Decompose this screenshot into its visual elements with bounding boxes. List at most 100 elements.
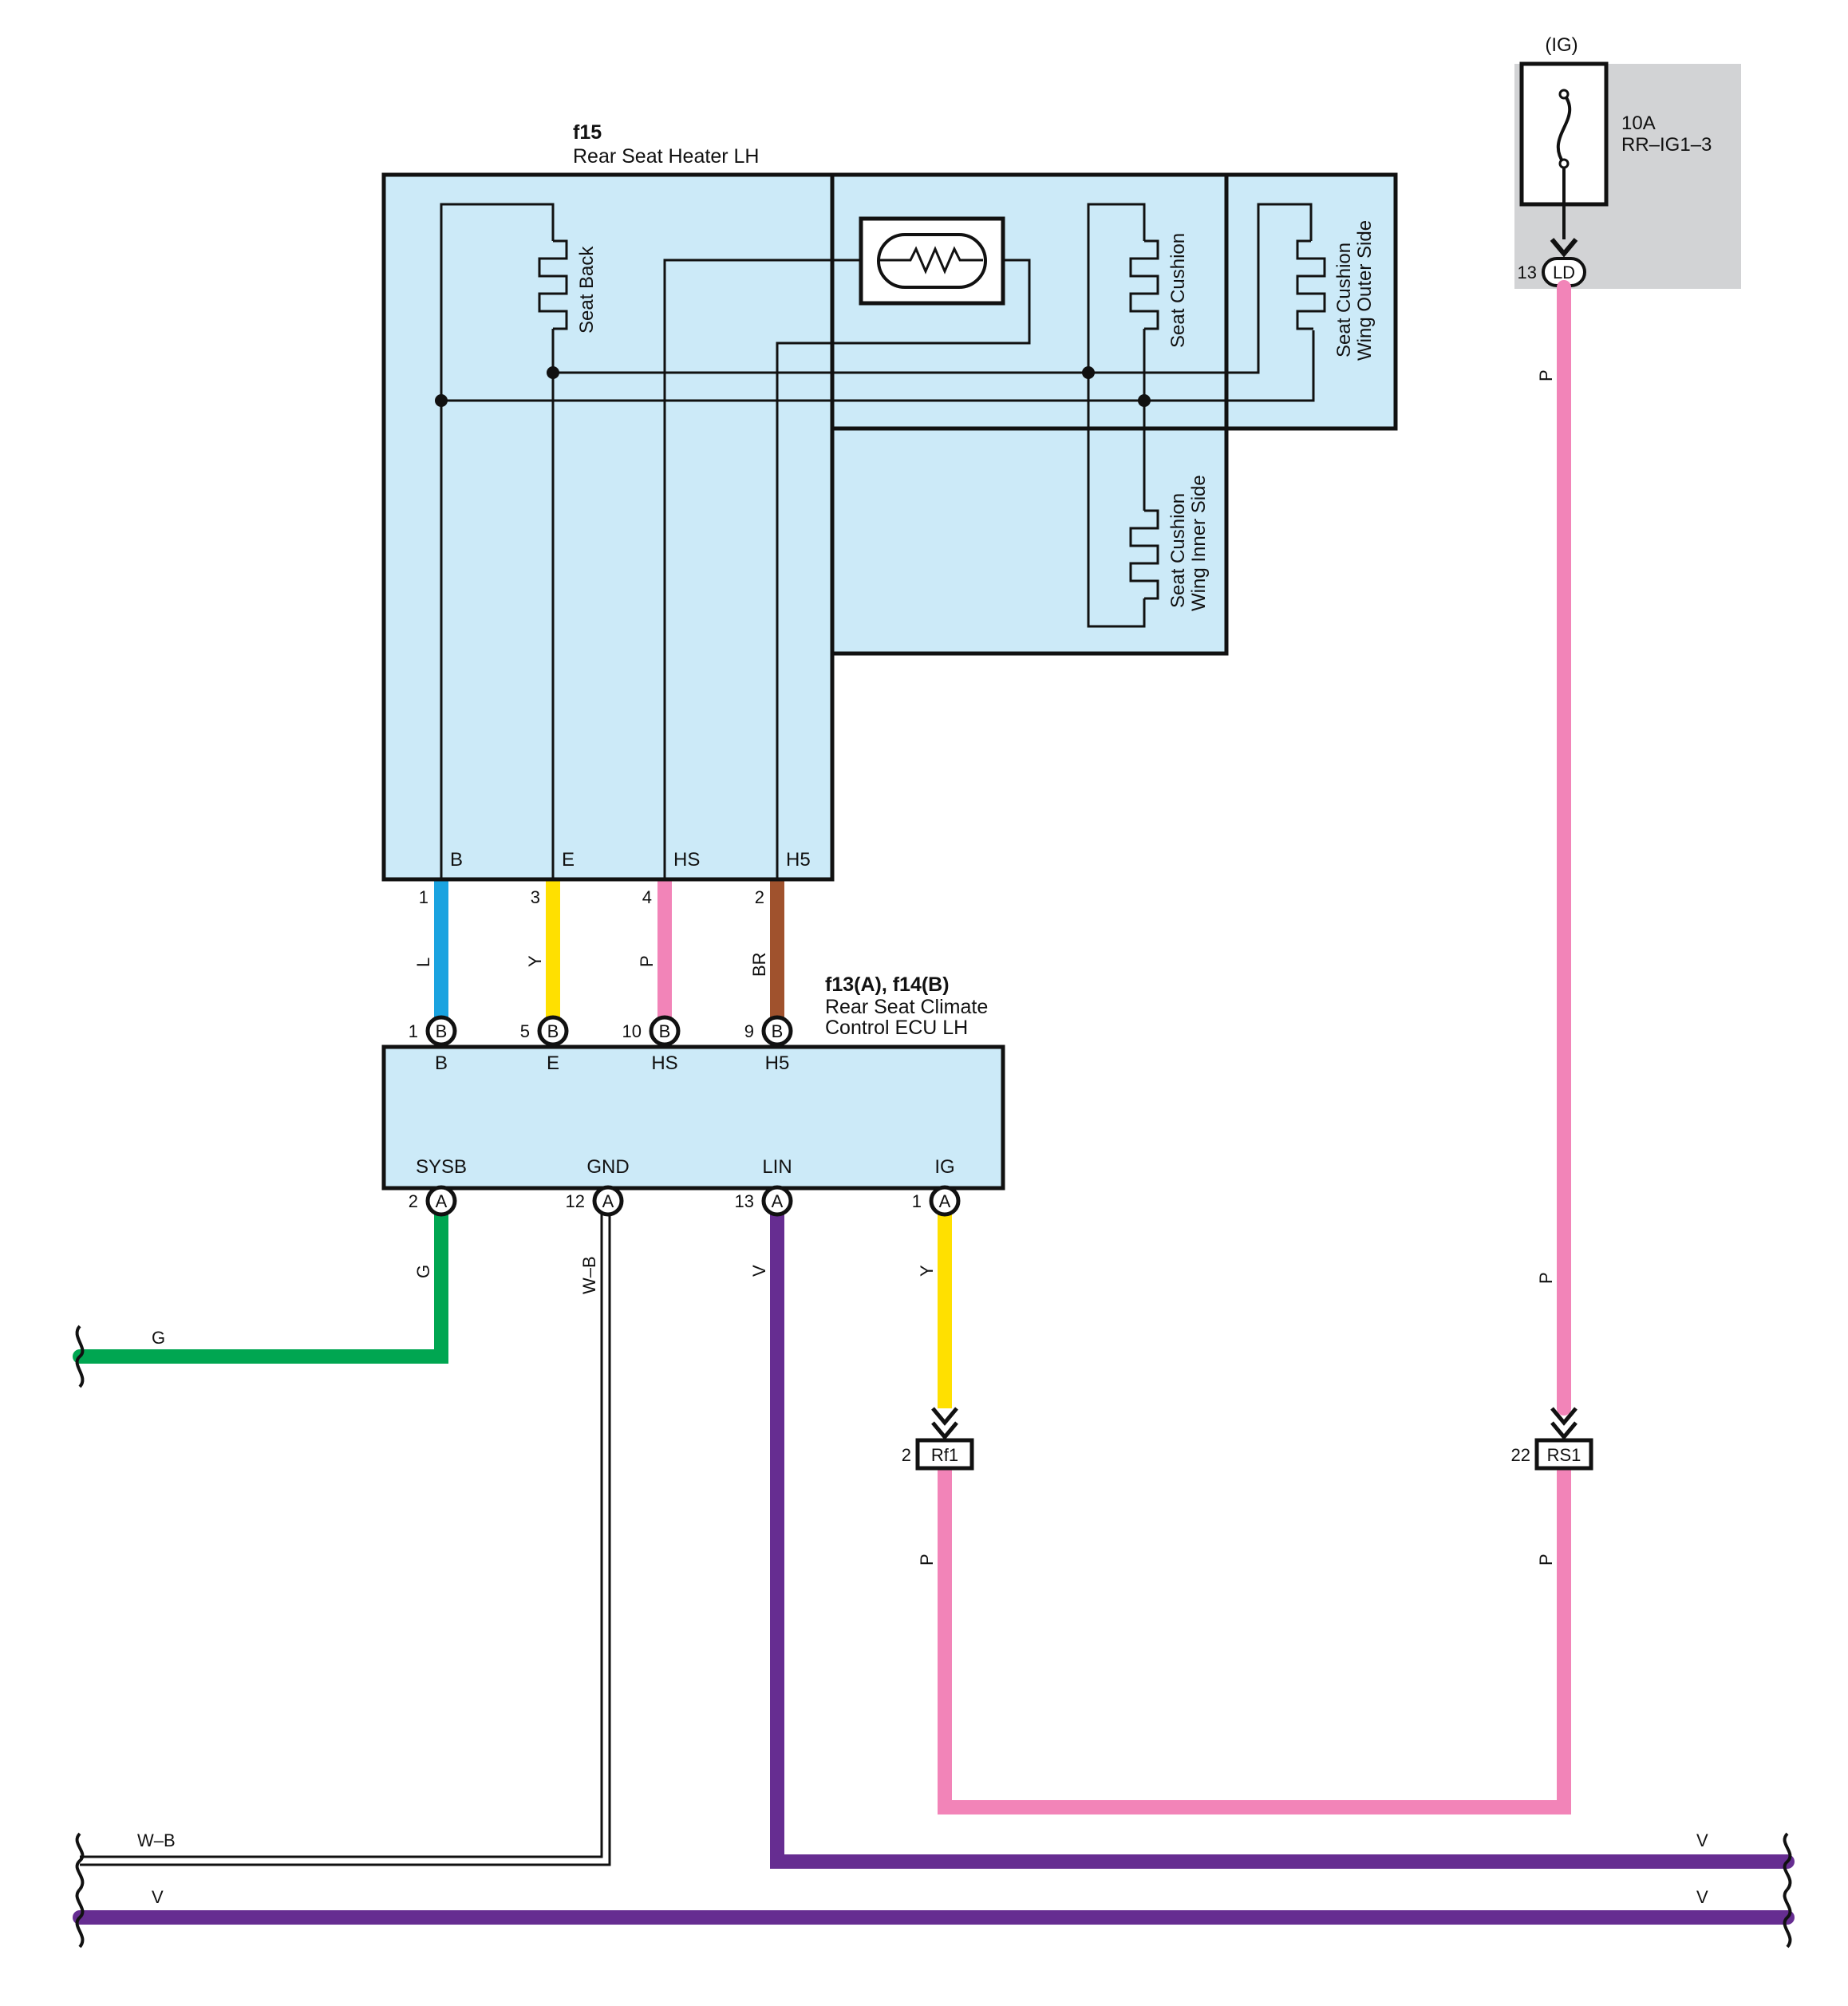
seat-cushion-loop-wire [1087,203,1146,373]
ecu-terminal-e: E [547,1052,559,1074]
ecu-pin-circle [425,1185,457,1217]
ecu-pin-number: 2 [409,1191,418,1211]
rs1-box [1534,1438,1593,1471]
ecu-pin-conn: B [772,1021,784,1041]
wire-g-sysb [73,1206,448,1364]
ecu-pin-conn: A [772,1191,784,1211]
junction-dot [1082,366,1095,379]
connector-rs1: RS1 22 P P [1511,1272,1593,1566]
rs1-name: RS1 [1547,1445,1581,1465]
seat-back-loop-wire [440,203,555,879]
wire-wb-gnd-inner [80,1213,609,1864]
ecu-pin-number: 9 [744,1021,754,1041]
rs1-wire-label-above: P [1536,1272,1556,1284]
wing-inner-loop-wire [1087,373,1146,628]
fuse-contact-top-icon [1558,89,1570,100]
rf1-wire-label: P [917,1554,937,1566]
connector-rf1: Rf1 2 P [902,1407,974,1566]
ecu-top-pins: B B B B 1 5 10 9 [409,1015,793,1047]
break-marks [75,1325,1792,1949]
wing-outer-label-line1: Seat Cushion [1333,243,1355,357]
heater-pin-h5: 2 [755,887,764,907]
rf1-pin-number: 2 [902,1445,911,1465]
junction-dot [1138,394,1151,407]
wire-label-wb: W–B [579,1256,599,1294]
heater-name: Rear Seat Heater LH [573,145,759,168]
wire-label-y: Y [525,955,545,967]
ecu-pin-circle [649,1015,681,1047]
heater-terminal-hs: HS [673,849,700,871]
fuse-name: RR–IG1–3 [1621,134,1712,156]
seat-back-label: Seat Back [576,246,598,334]
ecu-pin-circle [761,1185,793,1217]
ecu-terminal-sysb: SYSB [416,1156,467,1178]
b-horizontal-wire [441,330,1315,402]
heater-pin-b: 1 [419,887,428,907]
ecu-code: f13(A), f14(B) [825,973,950,996]
bus-label-v-upper: V [1696,1830,1708,1850]
rs1-wire-label-below: P [1536,1554,1556,1566]
wire-label-g: G [413,1265,433,1278]
junction-dot [435,394,448,407]
seat-cushion-label: Seat Cushion [1167,233,1189,348]
ecu-name-line2: Control ECU LH [825,1017,968,1039]
ld-connector-name: LD [1553,263,1575,282]
rear-seat-heater: f15 Rear Seat Heater LH [381,121,1398,977]
ecu-bottom-pins: A A A A 2 12 13 1 [409,1185,961,1217]
ecu-pin-number: 10 [622,1021,642,1041]
wing-inner-box [830,426,1229,656]
seat-cushion-heater-icon [1129,239,1159,330]
heater-pin-hs: 4 [642,887,652,907]
heater-terminal-e: E [562,849,575,871]
wing-outer-heater-icon [1296,239,1326,330]
heater-code: f15 [573,121,602,144]
rf1-arrow-icon [931,1407,958,1440]
ecu-pin-circle [761,1015,793,1047]
ecu-box [381,1044,1005,1191]
e-horizontal-wire [553,203,1313,374]
fuse-rating: 10A [1621,113,1656,134]
wire-label-y-ig: Y [917,1265,937,1277]
ecu-terminal-h5: H5 [765,1052,790,1074]
bus-label-v-lower-right: V [1696,1887,1708,1907]
heater-internal-wiring [440,203,1326,879]
ecu-terminal-gnd: GND [586,1156,629,1178]
break-mark-icon [75,1325,85,1388]
fuse-arrow-icon [1550,238,1578,258]
ecu-terminal-b: B [435,1052,448,1074]
wire-label-p: P [637,955,657,967]
wire-label-br: BR [749,952,769,977]
rf1-name: Rf1 [931,1445,958,1465]
ecu-pin-number: 5 [520,1021,530,1041]
junction-dot [547,366,559,379]
ecu-terminal-ig: IG [934,1156,954,1178]
ecu-pin-conn: A [602,1191,614,1211]
ecu-pin-conn: A [436,1191,448,1211]
break-mark-icon [75,1888,85,1949]
ecu-pin-conn: B [436,1021,448,1041]
break-mark-icon [1783,1832,1792,1891]
rs1-arrow-icon [1550,1407,1578,1440]
fuse-contact-bottom-icon [1558,158,1570,169]
wire-label-v: V [749,1265,769,1277]
wire-wb-gnd-outer [80,1213,611,1866]
thermistor-icon [904,246,965,274]
ecu-pin-conn: B [547,1021,559,1041]
heater-terminal-h5: H5 [786,849,811,871]
ecu-pin-number: 13 [735,1191,754,1211]
wires [73,280,1795,1925]
heater-main-box [381,172,835,882]
break-mark-icon [1783,1888,1792,1949]
ecu-terminal-lin: LIN [762,1156,792,1178]
bus-label-wb: W–B [137,1830,176,1850]
wire-v-lin [770,1206,1795,1869]
wing-inner-heater-icon [1129,509,1159,600]
wing-inner-label-line2: Wing Inner Side [1188,475,1210,611]
ecu-name-line1: Rear Seat Climate [825,996,988,1018]
ecu-pin-circle [537,1015,569,1047]
fuse-icon [1556,93,1572,165]
rf1-box [915,1438,974,1471]
wire-label-l: L [413,958,433,967]
ecu-pin-conn: B [659,1021,671,1041]
bus-labels: G W–B V V V [137,1328,1708,1907]
